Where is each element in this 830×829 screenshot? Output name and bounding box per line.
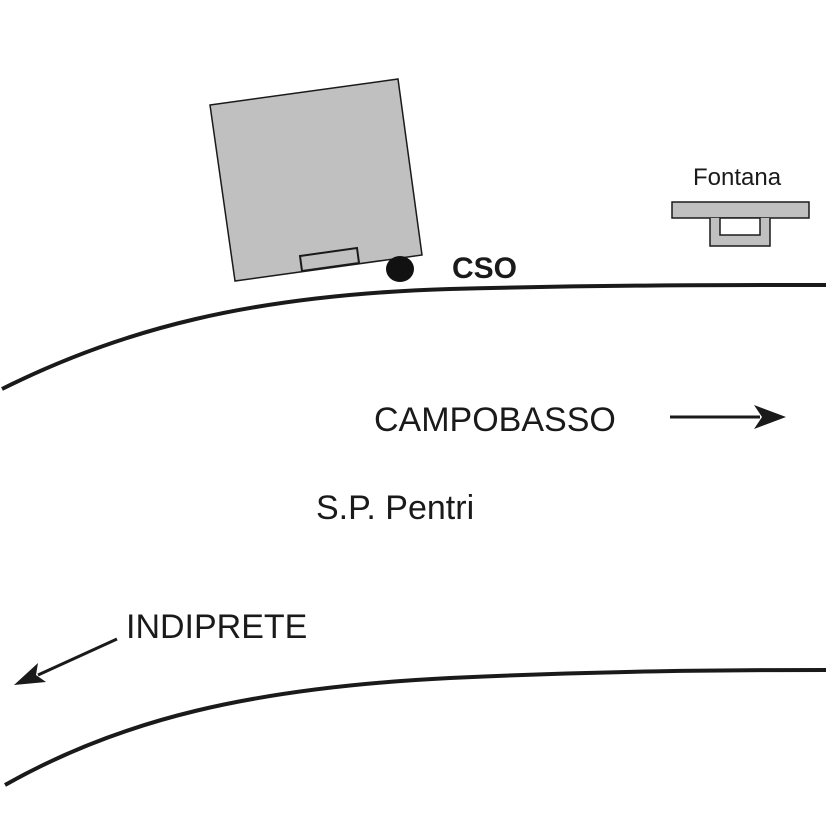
building-entrance (298, 246, 361, 273)
building (209, 78, 423, 282)
road-edge-south (4, 668, 827, 787)
arrow-west-icon (14, 637, 118, 685)
road-name-label: S.P. Pentri (316, 489, 475, 527)
fountain-symbol (671, 201, 810, 247)
cso-label: CSO (452, 252, 518, 285)
direction-label-west: INDIPRETE (126, 608, 308, 646)
cso-marker (386, 256, 414, 282)
direction-label-east: CAMPOBASSO (374, 401, 616, 439)
fountain-label: Fontana (693, 164, 782, 191)
arrow-east-icon (670, 405, 786, 429)
road-edge-north (1, 283, 827, 391)
